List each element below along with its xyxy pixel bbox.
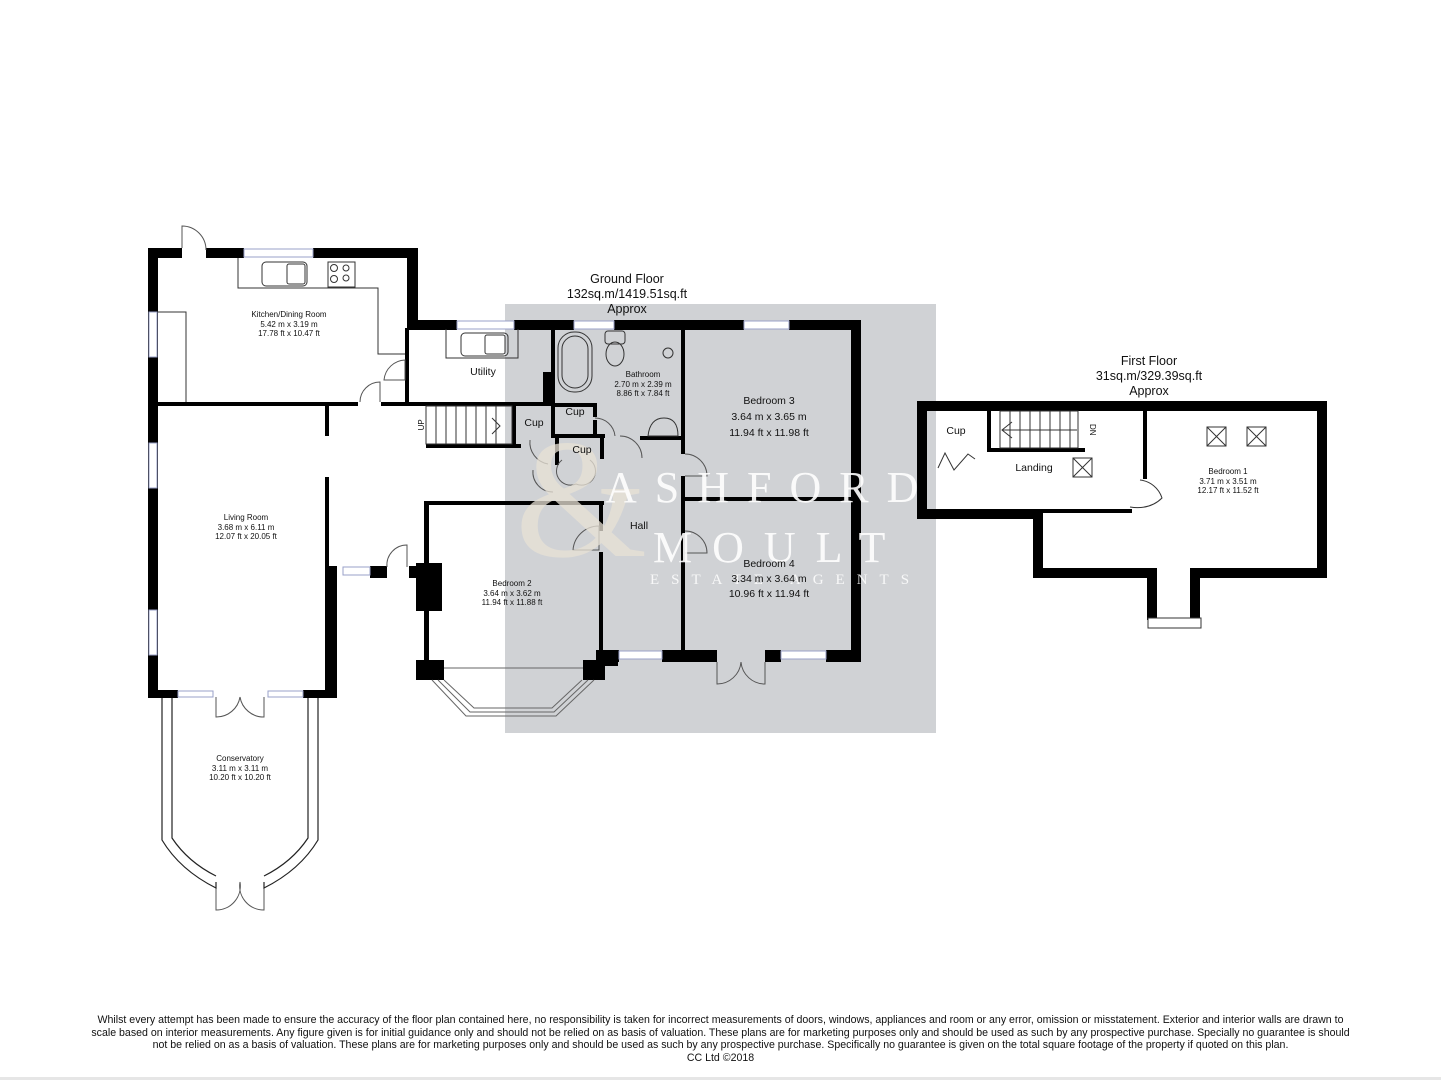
cupboard-1: Cup: [524, 417, 544, 429]
copyright: CC Ltd ©2018: [686, 1051, 755, 1064]
first-floor-name: First Floor: [1120, 354, 1178, 368]
cupboard-2: Cup: [565, 406, 585, 418]
ground-floor-area: 132sq.m/1419.51sq.ft: [566, 287, 688, 301]
doors: [181, 225, 766, 911]
stairs-down-label: DN: [1087, 424, 1097, 436]
footer-divider: [0, 1077, 1441, 1080]
disclaimer-line-2: scale based on interior measurements. An…: [91, 1026, 1350, 1039]
room-bedroom-2: Bedroom 2 3.64 m x 3.62 m 11.94 ft x 11.…: [481, 579, 543, 608]
bay-window: [431, 667, 595, 717]
ground-floor-title: Ground Floor 132sq.m/1419.51sq.ft Approx: [567, 272, 687, 317]
windows: [148, 248, 827, 698]
disclaimer-line-1: Whilst every attempt has been made to en…: [97, 1014, 1344, 1026]
room-living-room: Living Room 3.68 m x 6.11 m 12.07 ft x 2…: [215, 513, 277, 542]
room-bedroom-4: Bedroom 4 3.34 m x 3.64 m 10.96 ft x 11.…: [728, 558, 810, 600]
room-landing: Landing: [1015, 462, 1053, 474]
disclaimer: Whilst every attempt has been made to en…: [0, 1014, 1441, 1064]
room-conservatory: Conservatory 3.11 m x 3.11 m 10.20 ft x …: [209, 754, 271, 783]
room-bedroom-1: Bedroom 1 3.71 m x 3.51 m 12.17 ft x 11.…: [1197, 467, 1259, 496]
ground-floor-name: Ground Floor: [590, 272, 664, 286]
first-floor-walls: [917, 401, 1327, 620]
room-bedroom-3: Bedroom 3 3.64 m x 3.65 m 11.94 ft x 11.…: [729, 395, 809, 439]
ground-floor-approx: Approx: [607, 302, 647, 316]
first-floor-fittings: [937, 410, 1267, 629]
conservatory-frame: [161, 698, 319, 889]
cupboard-3: Cup: [572, 444, 592, 456]
first-floor-title: First Floor 31sq.m/329.39sq.ft Approx: [1096, 354, 1202, 399]
room-utility: Utility: [470, 366, 496, 378]
first-floor-approx: Approx: [1129, 384, 1169, 398]
room-bathroom: Bathroom 2.70 m x 2.39 m 8.86 ft x 7.84 …: [614, 370, 672, 399]
stairs-up-label: UP: [417, 419, 427, 431]
room-first-floor-cupboard: Cup: [946, 425, 966, 437]
room-kitchen-dining: Kitchen/Dining Room 5.42 m x 3.19 m 17.7…: [251, 310, 327, 339]
room-hall: Hall: [629, 520, 649, 532]
watermark-panel: [505, 304, 936, 733]
disclaimer-line-3: not be relied on as a basis of valuation…: [152, 1039, 1289, 1052]
first-floor-area: 31sq.m/329.39sq.ft: [1095, 369, 1203, 383]
kitchen-fittings: [158, 258, 679, 445]
